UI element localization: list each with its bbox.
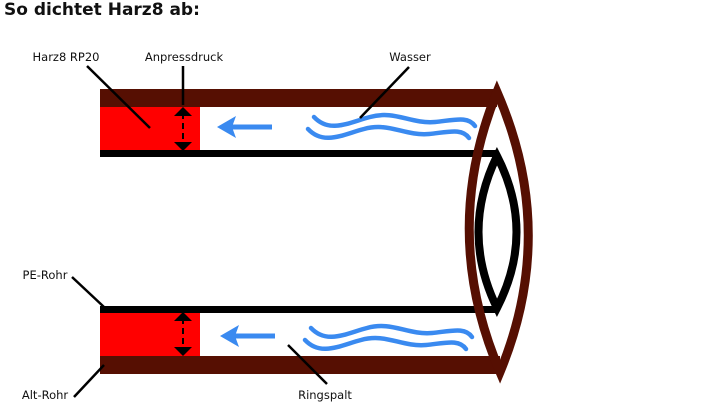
water-waves-bottom-icon <box>302 323 475 352</box>
label-annular-gap: Ringspalt <box>298 388 352 402</box>
leader-annular-gap <box>287 344 328 385</box>
label-pe-pipe: PE-Rohr <box>23 268 68 282</box>
leader-old-pipe <box>73 364 105 398</box>
label-old-pipe: Alt-Rohr <box>22 388 69 402</box>
pressure-arrow-top-icon <box>174 107 192 151</box>
label-water: Wasser <box>389 50 431 64</box>
flow-arrow-bottom-icon <box>220 325 275 347</box>
pe-pipe-end-ellipse <box>474 147 521 317</box>
leader-water <box>359 66 410 119</box>
water-waves-top-icon <box>305 112 478 141</box>
flow-arrow-top-icon <box>217 116 272 138</box>
pe-pipe-bottom-wall <box>100 306 498 313</box>
old-pipe-end-ellipse <box>464 80 533 384</box>
diagram-title: So dichtet Harz8 ab: <box>4 0 200 20</box>
leader-resin <box>86 65 151 129</box>
old-pipe-bottom-wall <box>100 356 500 374</box>
pressure-arrow-bottom-icon <box>174 312 192 356</box>
label-resin: Harz8 RP20 <box>33 50 100 64</box>
pe-pipe-top-wall <box>100 150 498 157</box>
old-pipe-top-wall <box>100 89 497 107</box>
label-pressure: Anpressdruck <box>145 50 224 64</box>
leader-pe-pipe <box>71 276 105 308</box>
